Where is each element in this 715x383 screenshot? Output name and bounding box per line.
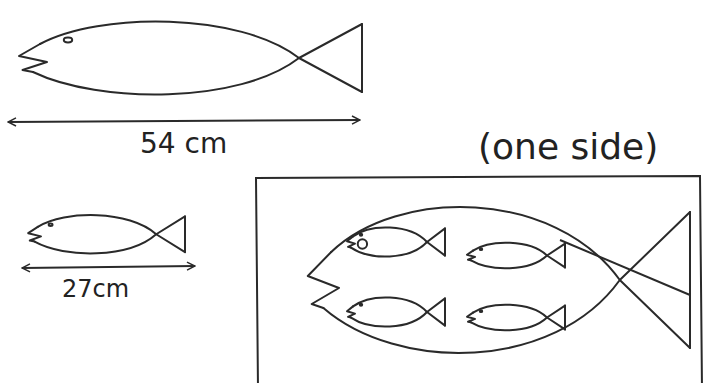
small-fish — [28, 215, 185, 253]
side-box — [256, 176, 702, 383]
dimension-label: (one side) — [478, 126, 658, 167]
dimension-label: 27cm — [62, 276, 129, 304]
dimension-arrow — [22, 266, 195, 268]
small-fish — [467, 305, 565, 331]
big-fish — [19, 22, 362, 95]
small-fish — [467, 243, 565, 269]
small-fish — [347, 227, 445, 256]
dimension-label: 54 cm — [140, 128, 227, 160]
sketch-line — [560, 240, 690, 295]
dimension-arrow — [8, 120, 360, 122]
small-fish — [347, 297, 445, 326]
big-fish-outline — [308, 207, 690, 353]
